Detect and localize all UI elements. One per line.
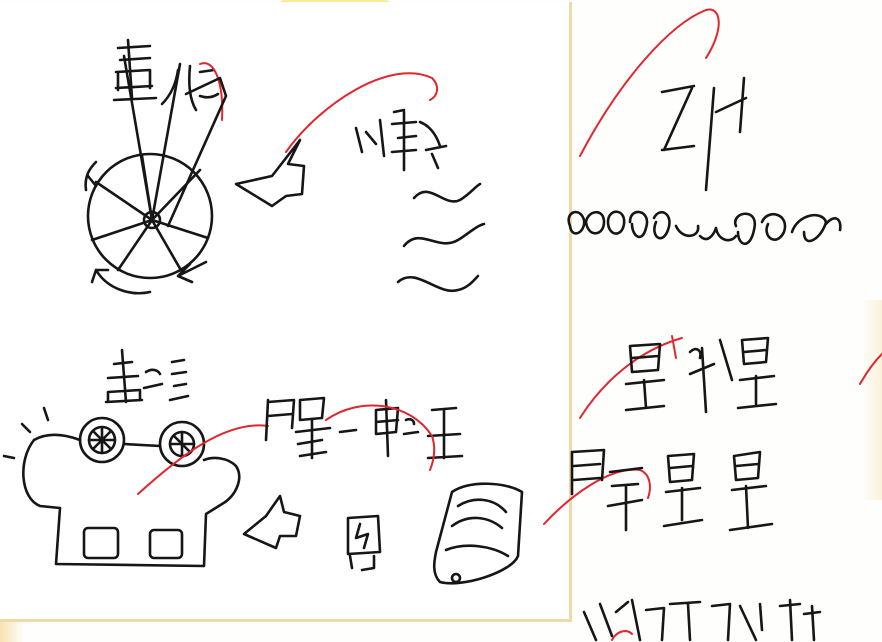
label-right-mid-handwriting <box>626 338 776 412</box>
correction-arc-right-top <box>580 10 719 156</box>
machine-icon <box>4 408 239 566</box>
label-electricity-handwriting <box>266 398 462 470</box>
label-bottom-right-handwriting <box>572 450 772 530</box>
label-bottom-right-partial-handwriting <box>584 600 820 640</box>
label-right-top-handwriting <box>662 78 746 190</box>
light-bulb-icon <box>348 516 380 570</box>
battery-icon <box>434 484 522 584</box>
label-water-handwriting <box>356 110 446 170</box>
water-waves-icon <box>398 184 484 291</box>
arrow-left-icon-2 <box>244 496 300 548</box>
label-top-handwriting <box>114 40 222 120</box>
cursive-line-handwriting <box>569 212 841 244</box>
arrow-left-icon <box>236 140 304 206</box>
label-mid-handwriting <box>106 350 188 402</box>
correction-arc <box>286 73 437 152</box>
correction-arc-edge <box>860 354 882 384</box>
water-wheel-icon <box>86 56 226 293</box>
